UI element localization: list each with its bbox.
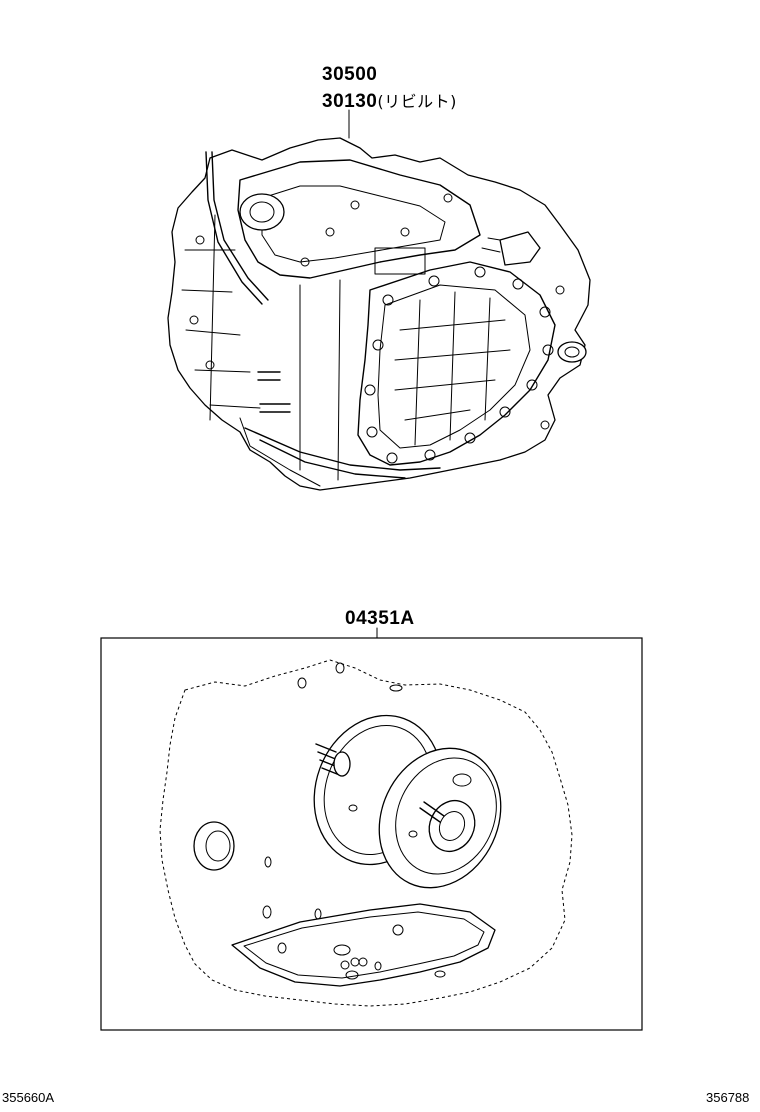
- assembly-part-number-label: 30500: [322, 64, 378, 85]
- gasket-kit-part-number-label: 04351A: [345, 608, 415, 629]
- gasket-kit-drawing[interactable]: [159, 659, 573, 1007]
- rebuilt-note: (リビルト): [377, 92, 457, 111]
- rebuilt-part-number: 30130: [322, 91, 378, 112]
- gasket-kit-frame: [100, 637, 643, 1031]
- transaxle-assembly-drawing[interactable]: [167, 137, 591, 491]
- footer-right-code: 356788: [706, 1090, 750, 1105]
- footer-left-code: 355660A: [2, 1090, 55, 1105]
- rebuilt-part-number-label: 30130(リビルト): [322, 88, 457, 113]
